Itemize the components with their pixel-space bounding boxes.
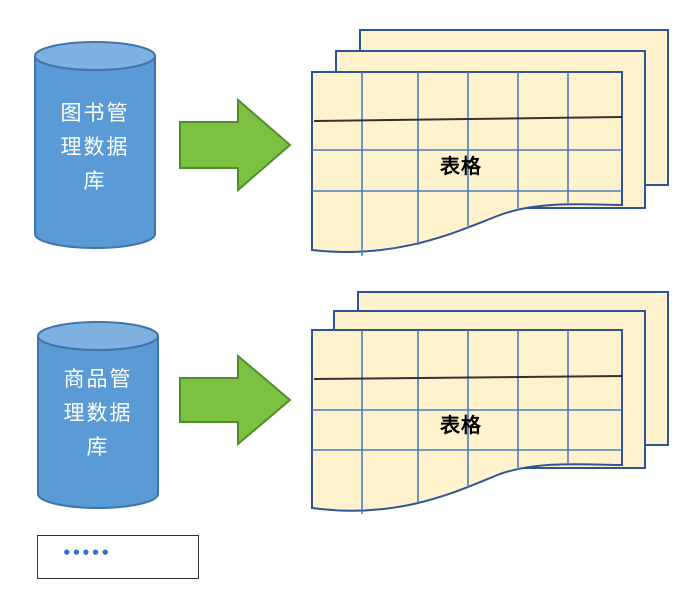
database-label-line: 理数据 [63, 401, 133, 425]
table-label-book: 表格 [440, 154, 482, 178]
database-label-line: 库 [83, 169, 107, 193]
database-label-line: 图书管 [60, 101, 130, 125]
ellipsis-dots: ••••• [62, 544, 110, 562]
database-label-product: 商品管 理数据 库 [38, 362, 158, 464]
database-label-line: 理数据 [60, 135, 130, 159]
table-stack-icon [311, 291, 669, 514]
table-header-line [313, 375, 623, 380]
table-label-product: 表格 [440, 413, 482, 437]
arrow-right-icon [179, 353, 292, 447]
group-product-db [37, 291, 669, 514]
database-cylinder-icon [34, 41, 156, 249]
table-header-line [313, 116, 623, 122]
database-label-line: 商品管 [63, 367, 133, 391]
database-label-book: 图书管 理数据 库 [35, 96, 155, 198]
arrow-right-icon [179, 97, 292, 193]
table-stack-icon [311, 29, 669, 256]
database-cylinder-icon [37, 321, 159, 509]
group-book-db [34, 29, 669, 256]
database-label-line: 库 [86, 435, 110, 459]
more-databases-box: ••••• [37, 535, 199, 579]
